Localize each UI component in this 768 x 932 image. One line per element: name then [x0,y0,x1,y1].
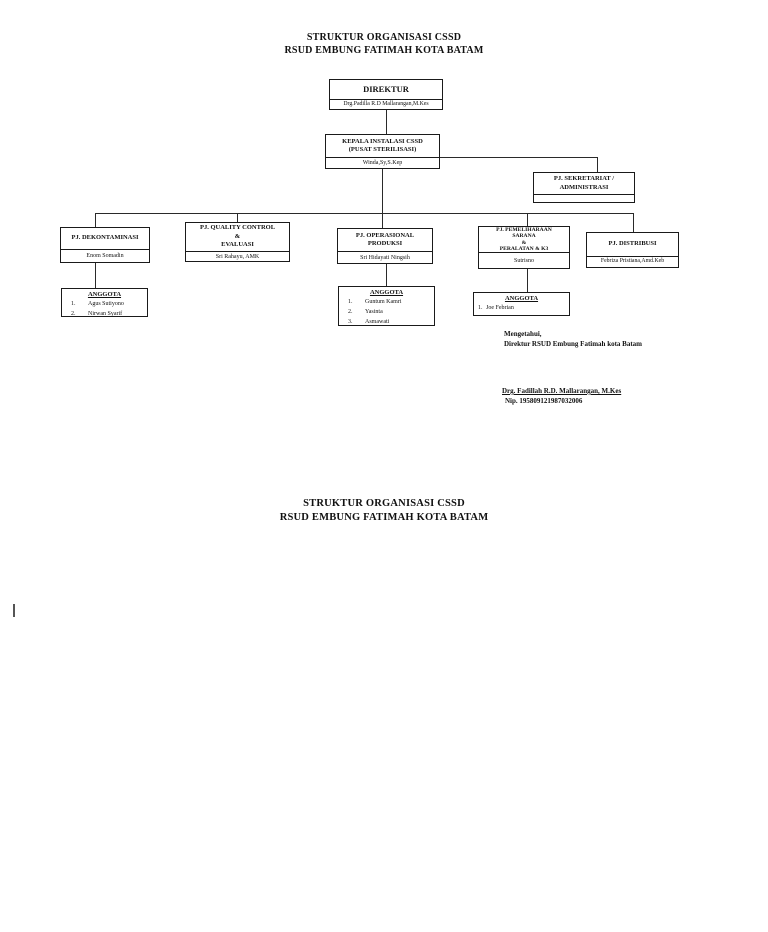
org-box-sekretariat-name [533,194,635,203]
connector-direktur-kepala [386,109,387,134]
anggota-dekontaminasi-heading: ANGGOTA [87,291,122,298]
org-box-pemeliharaan-title-line2: SARANA [512,233,536,240]
org-box-direktur-name: Drg.Padilla R.D Mallarangan,M.Kes [329,99,443,110]
anggota-item-number: 2. [348,309,353,315]
page-title-second: STRUKTUR ORGANISASI CSSD RSUD EMBUNG FAT… [0,497,768,524]
connector-kepala-sekretariat-v [597,157,598,172]
org-box-sekretariat-title-line2: ADMINISTRASI [559,183,609,191]
connector-drop-operasional [382,213,383,228]
anggota-operasional-item-3: 3. Asmawati [339,317,434,325]
anggota-item-text: Asmawati [365,319,390,325]
org-box-quality-control: PJ. QUALITY CONTROL & EVALUASI Sri Rahay… [185,222,290,262]
org-box-quality-title-line3: EVALUASI [221,241,254,249]
signature-name: Drg. Fadillah R.D. Mallarangan, M.Kes [502,387,622,395]
anggota-box-operasional: ANGGOTA 1. Guntum Kamri 2. Yasinta 3. As… [338,286,435,326]
signature-direktur-line: Direktur RSUD Embung Fatimah kota Batam [504,340,643,348]
anggota-pemeliharaan-item-1: 1. Joe Febrian [474,303,569,313]
page-title-second-line1: STRUKTUR ORGANISASI CSSD [303,498,465,509]
org-box-operasional-name: Sri Hidayati Ningsih [337,251,433,264]
org-box-quality-name: Sri Rahayu, AMK [185,251,290,262]
page-title-line1: STRUKTUR ORGANISASI CSSD [306,32,462,43]
org-box-distribusi: PJ. DISTRIBUSI Febriza Pristiana,Amd.Keb [586,232,679,268]
org-box-sekretariat-title-line1: PJ. SEKRETARIAT / [553,175,615,183]
org-box-operasional: PJ. OPERASIONAL PRODUKSI Sri Hidayati Ni… [337,228,433,264]
org-box-operasional-title-line1: PJ. OPERASIONAL [355,231,415,239]
org-box-direktur: DIREKTUR Drg.Padilla R.D Mallarangan,M.K… [329,79,443,110]
connector-branch-horizontal [95,213,633,214]
org-box-operasional-title: PJ. OPERASIONAL PRODUKSI [337,228,433,252]
org-box-dekontaminasi-name: Enom Somadin [60,249,150,263]
connector-drop-dekontaminasi [95,213,96,227]
org-box-pemeliharaan-title-line1: PJ. PEMELIHARAAN [496,226,552,233]
anggota-dekontaminasi-item-2: 2. Nirwan Syarif [62,309,147,317]
org-box-sekretariat: PJ. SEKRETARIAT / ADMINISTRASI [533,172,635,203]
org-box-pemeliharaan: PJ. PEMELIHARAAN SARANA & PERALATAN & K3… [478,226,570,269]
org-box-quality-title: PJ. QUALITY CONTROL & EVALUASI [185,222,290,252]
org-box-kepala-title-line2: (PUSAT STERILISASI) [348,146,417,153]
connector-kepala-branch [382,169,383,213]
signature-intro: Mengetahui, Direktur RSUD Embung Fatimah… [504,329,642,349]
org-box-pemeliharaan-name: Sutrisno [478,252,570,269]
org-box-pemeliharaan-title: PJ. PEMELIHARAAN SARANA & PERALATAN & K3 [478,226,570,253]
org-box-pemeliharaan-title-line3: & [521,239,527,246]
anggota-pemeliharaan-heading: ANGGOTA [504,295,539,302]
anggota-item-text: Joe Febrian [486,305,514,311]
anggota-item-number: 1. [478,305,483,311]
signature-nip: Nip. 195809121987032006 [505,397,583,405]
org-box-kepala-title: KEPALA INSTALASI CSSD (PUSAT STERILISASI… [325,134,440,158]
text-cursor [13,604,15,617]
anggota-item-text: Guntum Kamri [365,299,402,305]
org-box-direktur-title: DIREKTUR [329,79,443,100]
anggota-item-text: Nirwan Syarif [88,311,123,317]
org-box-dekontaminasi: PJ. DEKONTAMINASI Enom Somadin [60,227,150,263]
anggota-operasional-item-2: 2. Yasinta [339,307,434,317]
org-box-kepala-name: Winda,Sy,S.Kep [325,157,440,169]
connector-drop-distribusi [633,213,634,232]
org-box-quality-title-line1: PJ. QUALITY CONTROL [199,224,276,232]
org-box-kepala-title-line1: KEPALA INSTALASI CSSD [342,137,423,145]
connector-drop-quality [237,213,238,222]
anggota-item-text: Agus Sutiyono [88,301,124,307]
org-box-operasional-title-line2: PRODUKSI [367,240,403,247]
signature-mengetahui: Mengetahui, [504,330,542,338]
connector-dekontaminasi-anggota [95,263,96,288]
org-box-distribusi-title: PJ. DISTRIBUSI [586,232,679,257]
anggota-dekontaminasi-item-1: 1. Agus Sutiyono [62,299,147,309]
connector-operasional-anggota [386,264,387,286]
anggota-item-text: Yasinta [365,309,383,315]
signature-name-block: Drg. Fadillah R.D. Mallarangan, M.Kes Ni… [502,386,621,406]
org-box-dekontaminasi-title: PJ. DEKONTAMINASI [60,227,150,250]
connector-drop-pemeliharaan [527,213,528,226]
org-box-sekretariat-title: PJ. SEKRETARIAT / ADMINISTRASI [533,172,635,195]
page-title: STRUKTUR ORGANISASI CSSD RSUD EMBUNG FAT… [0,31,768,57]
anggota-box-pemeliharaan: ANGGOTA 1. Joe Febrian [473,292,570,316]
org-box-kepala-instalasi: KEPALA INSTALASI CSSD (PUSAT STERILISASI… [325,134,440,169]
connector-kepala-sekretariat-h [440,157,597,158]
anggota-item-number: 1. [348,299,353,305]
org-box-distribusi-name: Febriza Pristiana,Amd.Keb [586,256,679,268]
page-title-line2: RSUD EMBUNG FATIMAH KOTA BATAM [284,45,484,56]
page-title-second-line2: RSUD EMBUNG FATIMAH KOTA BATAM [279,511,489,523]
connector-pemeliharaan-anggota [527,269,528,292]
org-box-quality-title-line2: & [234,232,241,240]
anggota-operasional-heading: ANGGOTA [369,289,404,296]
anggota-operasional-item-1: 1. Guntum Kamri [339,297,434,307]
org-box-pemeliharaan-title-line4: PERALATAN & K3 [499,245,549,252]
anggota-item-number: 3. [348,319,353,325]
anggota-box-dekontaminasi: ANGGOTA 1. Agus Sutiyono 2. Nirwan Syari… [61,288,148,317]
anggota-item-number: 2. [71,311,76,317]
anggota-item-number: 1. [71,301,76,307]
